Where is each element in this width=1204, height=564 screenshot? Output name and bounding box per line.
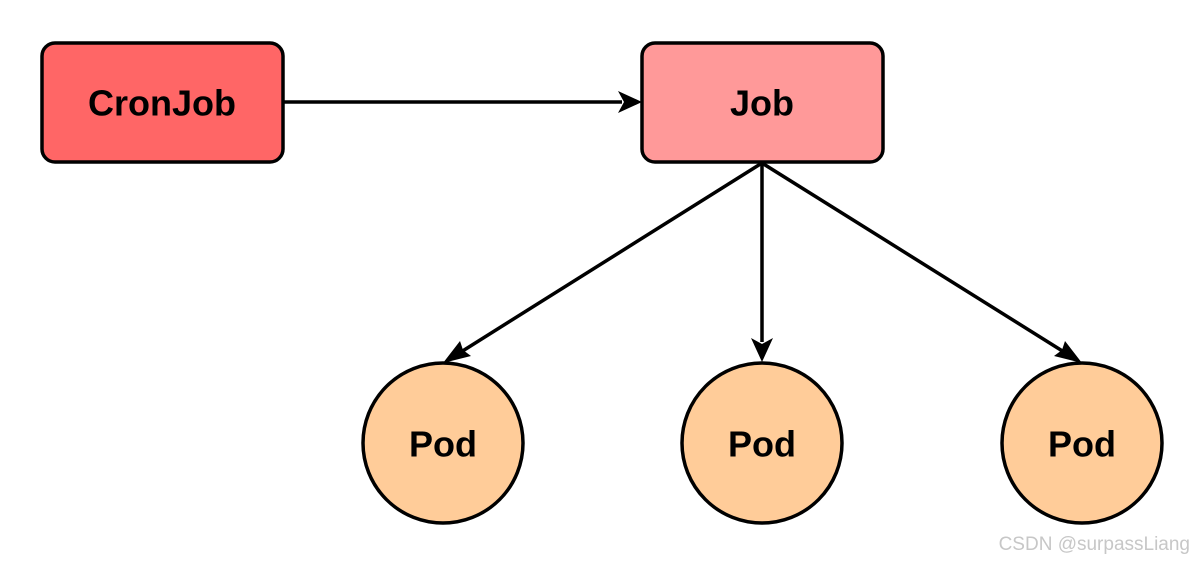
pod-label-2: Pod: [728, 424, 796, 465]
edge-job-to-pod-1: [460, 161, 763, 354]
job-node: Job: [640, 41, 885, 164]
pod-label-1: Pod: [409, 424, 477, 465]
pod-node-1: Pod: [361, 361, 525, 525]
arrowhead-cronjob-to-job: [618, 91, 642, 113]
cronjob-label: CronJob: [88, 83, 236, 124]
watermark-text: CSDN @surpassLiang: [998, 534, 1190, 555]
pod-label-3: Pod: [1048, 424, 1116, 465]
arrowhead-job-to-pod-1: [443, 341, 471, 363]
job-label: Job: [730, 83, 794, 124]
pod-circle-1: [361, 361, 525, 525]
cronjob-node: CronJob: [40, 41, 285, 164]
edge-job-to-pod-3: [761, 161, 1065, 354]
pod-circle-2: [680, 361, 844, 525]
pod-node-2: Pod: [680, 361, 844, 525]
pod-circle-3: [1000, 361, 1164, 525]
arrowhead-job-to-pod-3: [1054, 341, 1082, 363]
job-box: [640, 41, 885, 164]
edges: [284, 91, 1082, 363]
cronjob-box: [40, 41, 285, 164]
pod-node-3: Pod: [1000, 361, 1164, 525]
arrowhead-job-to-pod-2: [751, 338, 773, 362]
